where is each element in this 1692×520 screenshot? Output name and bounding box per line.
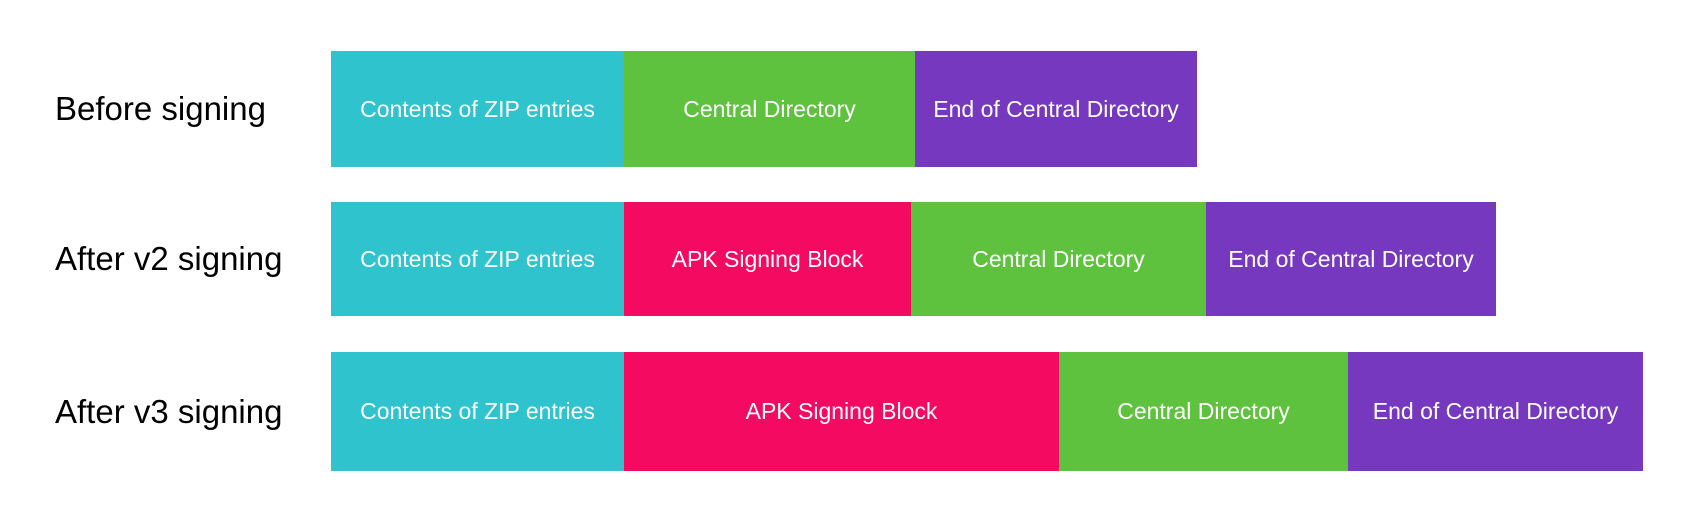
row-label-after-v3-signing: After v3 signing: [55, 392, 283, 430]
bar-after-v2-signing: Contents of ZIP entries APK Signing Bloc…: [331, 202, 1496, 316]
row-before-signing: Before signing Contents of ZIP entries C…: [0, 51, 1692, 167]
segment-central-directory: Central Directory: [1059, 352, 1348, 471]
segment-contents-of-zip-entries: Contents of ZIP entries: [331, 51, 624, 167]
segment-central-directory: Central Directory: [911, 202, 1206, 316]
bar-before-signing: Contents of ZIP entries Central Director…: [331, 51, 1197, 167]
segment-apk-signing-block: APK Signing Block: [624, 202, 911, 316]
segment-label-contents-of-zip-entries: Contents of ZIP entries: [360, 398, 595, 424]
segment-label-central-directory: Central Directory: [972, 245, 1145, 272]
segment-end-of-central-directory: End of Central Directory: [915, 51, 1197, 167]
row-label-after-v2-signing: After v2 signing: [55, 240, 283, 277]
segment-end-of-central-directory: End of Central Directory: [1206, 202, 1496, 316]
bar-after-v3-signing: Contents of ZIP entries APK Signing Bloc…: [331, 352, 1643, 471]
segment-label-contents-of-zip-entries: Contents of ZIP entries: [360, 245, 595, 272]
segment-apk-signing-block: APK Signing Block: [624, 352, 1059, 471]
segment-label-contents-of-zip-entries: Contents of ZIP entries: [360, 95, 595, 122]
row-label-before-signing: Before signing: [55, 90, 266, 127]
segment-label-apk-signing-block: APK Signing Block: [745, 398, 938, 424]
segment-label-end-of-central-directory: End of Central Directory: [1372, 398, 1619, 424]
segment-central-directory: Central Directory: [624, 51, 915, 167]
segment-contents-of-zip-entries: Contents of ZIP entries: [331, 202, 624, 316]
row-after-v3-signing: After v3 signing Contents of ZIP entries…: [0, 352, 1692, 471]
segment-label-end-of-central-directory: End of Central Directory: [933, 95, 1179, 122]
segment-contents-of-zip-entries: Contents of ZIP entries: [331, 352, 624, 471]
segment-label-central-directory: Central Directory: [683, 95, 856, 122]
row-after-v2-signing: After v2 signing Contents of ZIP entries…: [0, 202, 1692, 316]
segment-label-end-of-central-directory: End of Central Directory: [1228, 245, 1474, 272]
segment-label-apk-signing-block: APK Signing Block: [671, 245, 864, 272]
segment-label-central-directory: Central Directory: [1117, 398, 1290, 424]
segment-end-of-central-directory: End of Central Directory: [1348, 352, 1643, 471]
